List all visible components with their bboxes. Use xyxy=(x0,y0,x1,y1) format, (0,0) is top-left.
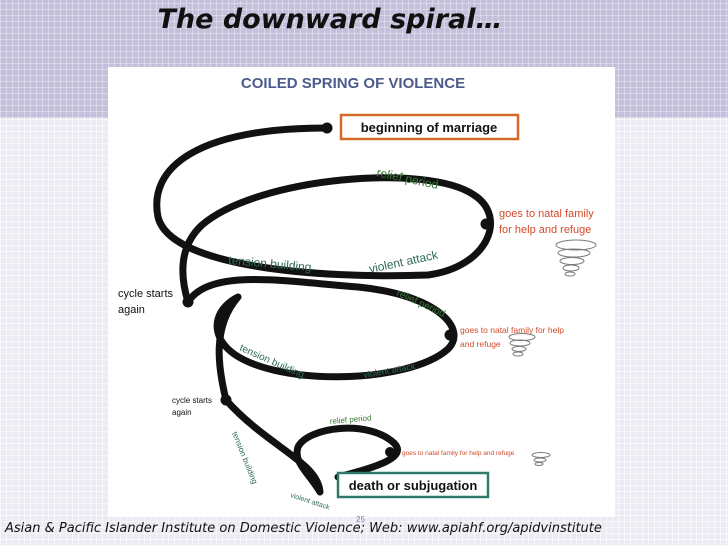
cycle-label-1a: cycle starts xyxy=(118,288,174,300)
tornado-icon xyxy=(555,239,597,277)
tension-label-3: tension building xyxy=(230,430,259,485)
source-caption: Asian & Pacific Islander Institute on Do… xyxy=(5,521,602,536)
diagram-heading: COILED SPRING OF VIOLENCE xyxy=(241,75,465,92)
start-box-label: beginning of marriage xyxy=(361,120,498,135)
relief-label-2: relief period xyxy=(395,288,447,320)
cycle-dot-2 xyxy=(220,394,232,406)
relief-label-1: relief period xyxy=(375,165,439,192)
cycle-label-2a: cycle starts xyxy=(172,396,212,405)
start-box xyxy=(339,113,520,141)
spiral-diagram: COILED SPRING OF VIOLENCE beginning of m… xyxy=(108,67,615,517)
slide-title: The downward spiral… xyxy=(157,4,503,35)
cycle-dot-1 xyxy=(182,296,194,308)
start-dot xyxy=(321,122,333,134)
tornado-icon xyxy=(531,452,551,466)
natal-dot-3 xyxy=(385,447,395,457)
page-number: 25 xyxy=(356,515,365,524)
end-box-label: death or subjugation xyxy=(349,478,478,493)
violent-label-2: violent attack xyxy=(363,361,417,380)
natal-label-1a: goes to natal family xyxy=(499,208,594,220)
natal-label-2b: and refuge xyxy=(460,339,501,349)
natal-label-2a: goes to natal family for help xyxy=(460,325,564,335)
natal-dot-2 xyxy=(444,329,456,341)
natal-label-3: goes to natal family for help and refuge xyxy=(402,450,515,457)
violent-label-3: violent attack xyxy=(289,492,330,511)
relief-label-3: relief period xyxy=(329,413,371,426)
tornado-icon xyxy=(508,333,536,357)
spiral-svg: COILED SPRING OF VIOLENCE beginning of m… xyxy=(118,75,597,512)
natal-label-1b: for help and refuge xyxy=(499,224,591,236)
natal-dot-1 xyxy=(480,218,492,230)
end-box xyxy=(336,471,490,499)
spiral-path xyxy=(153,124,494,496)
cycle-label-2b: again xyxy=(172,408,192,417)
cycle-label-1b: again xyxy=(118,304,145,316)
